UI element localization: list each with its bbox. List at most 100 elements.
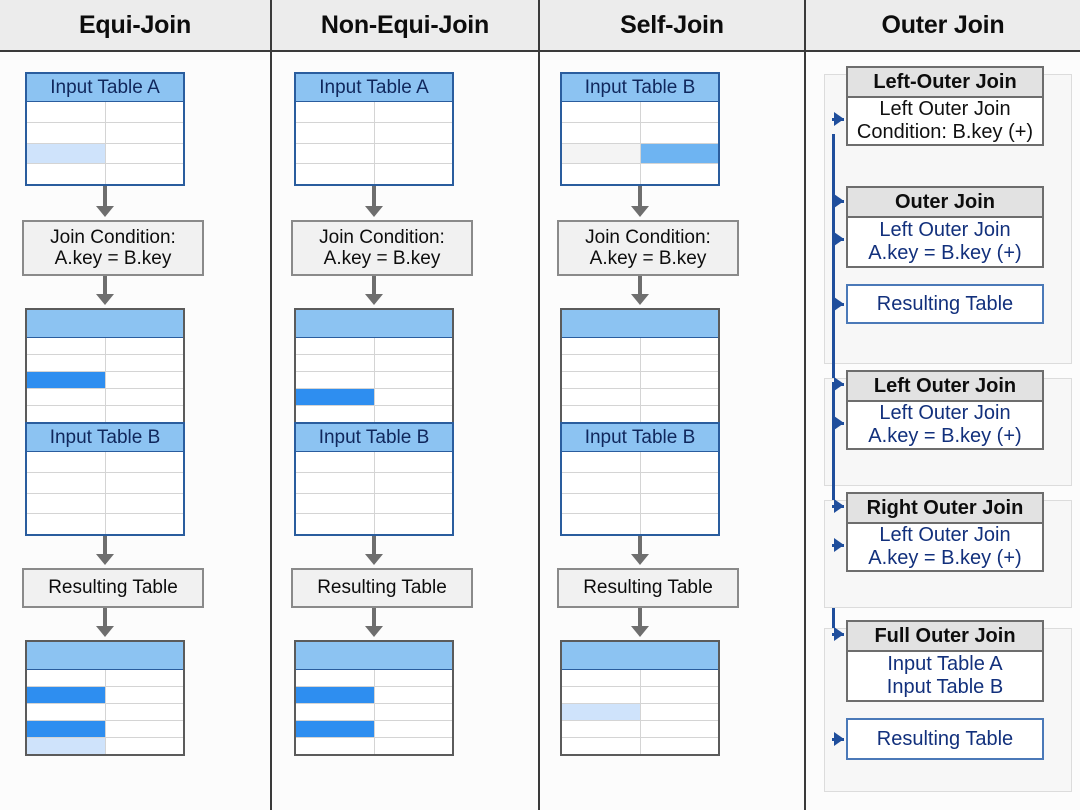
table-cell — [106, 473, 184, 493]
flow-arrow-shaft — [103, 536, 107, 556]
table-cell — [27, 514, 106, 534]
table-row — [27, 406, 183, 422]
table-row — [562, 372, 718, 389]
table-row — [296, 493, 452, 515]
table-cell — [106, 670, 184, 686]
table-body — [27, 452, 183, 534]
table-cell-highlight — [562, 704, 641, 720]
table-row — [296, 164, 452, 184]
table-cell — [641, 670, 719, 686]
table-cell — [27, 102, 106, 122]
table-cell — [296, 704, 375, 720]
flow-arrow-head — [365, 206, 383, 217]
card-line-1: Left Outer Join — [879, 219, 1011, 242]
result-box-full-outer-join[interactable]: Resulting Table — [846, 718, 1044, 760]
flow-arrow-head — [631, 294, 649, 305]
input-table-b-top: Input Table B — [560, 72, 720, 186]
table-row — [27, 472, 184, 494]
table-cell — [296, 122, 375, 143]
card-line-2: A.key = B.key (+) — [868, 547, 1022, 569]
table-row — [27, 338, 183, 355]
table-row — [296, 372, 452, 389]
card-left-outer-join[interactable]: Left-Outer Join Left Outer Join Conditio… — [846, 66, 1044, 146]
table-cell — [562, 389, 641, 405]
table-cell — [27, 355, 106, 371]
table-row — [296, 670, 452, 687]
card-title: Right Outer Join — [866, 496, 1024, 519]
column-header-self-join: Self-Join — [540, 0, 806, 50]
table-cell — [296, 670, 375, 686]
table-row — [27, 704, 183, 721]
result-label: Resulting Table — [876, 727, 1014, 750]
table-row — [27, 721, 183, 738]
flow-arrow-head — [96, 554, 114, 565]
table-cell — [375, 406, 453, 422]
table-cell — [562, 355, 641, 371]
table-cell-highlight — [27, 738, 106, 754]
result-box-outer-join[interactable]: Resulting Table — [846, 284, 1044, 324]
table-row — [296, 687, 452, 704]
card-left-outer-join-2[interactable]: Left Outer Join Left Outer Join A.key = … — [846, 370, 1044, 450]
table-cell — [562, 670, 641, 686]
table-row — [562, 493, 718, 515]
table-cell-highlight — [640, 143, 718, 164]
table-cell — [562, 514, 641, 534]
table-cell — [106, 406, 184, 422]
flow-arrow-head — [365, 626, 383, 637]
table-cell — [375, 372, 453, 388]
table-cell — [375, 738, 453, 754]
resulting-table-box: Resulting Table — [22, 568, 204, 608]
card-line-2: Condition: B.key (+) — [856, 121, 1034, 143]
table-cell — [641, 687, 719, 703]
table-cell — [27, 704, 106, 720]
card-line-1: Left Outer Join — [879, 98, 1011, 121]
table-cell — [375, 102, 453, 122]
flow-arrow-shaft — [103, 608, 107, 628]
table-cell — [562, 687, 641, 703]
card-line-2: A.key = B.key (+) — [868, 242, 1022, 264]
table-cell — [375, 338, 453, 354]
table-cell — [375, 721, 453, 737]
table-cell — [296, 406, 375, 422]
branch-arrow-head — [834, 416, 844, 430]
flow-arrow-shaft — [103, 276, 107, 296]
table-header — [562, 310, 718, 338]
result-table — [294, 640, 454, 756]
intermediate-table — [560, 308, 720, 424]
card-header: Left Outer Join — [848, 372, 1042, 402]
table-row — [296, 143, 452, 165]
branch-arrow-head — [834, 627, 844, 641]
card-outer-join[interactable]: Outer Join Left Outer Join A.key = B.key… — [846, 186, 1044, 268]
column-title: Self-Join — [620, 10, 724, 39]
intermediate-table — [25, 308, 185, 424]
table-row — [296, 389, 452, 406]
branch-trunk — [832, 134, 835, 384]
join-condition-line-1: Join Condition: — [50, 226, 176, 248]
resulting-table-label: Resulting Table — [583, 577, 713, 599]
table-cell — [375, 473, 453, 493]
table-cell — [562, 338, 641, 354]
card-full-outer-join[interactable]: Full Outer Join Input Table A Input Tabl… — [846, 620, 1044, 702]
branch-arrow-head — [834, 112, 844, 126]
table-cell — [296, 452, 375, 472]
flow-arrow-shaft — [372, 186, 376, 208]
card-title: Outer Join — [894, 190, 995, 213]
card-title: Full Outer Join — [874, 624, 1016, 647]
table-cell — [375, 355, 453, 371]
flow-arrow-shaft — [638, 608, 642, 628]
card-right-outer-join[interactable]: Right Outer Join Left Outer Join A.key =… — [846, 492, 1044, 572]
flow-arrow-shaft — [103, 186, 107, 208]
flow-arrow-head — [631, 626, 649, 637]
table-row — [296, 738, 452, 754]
flow-arrow-shaft — [638, 186, 642, 208]
table-row — [562, 143, 718, 165]
table-header — [296, 310, 452, 338]
table-cell — [375, 704, 453, 720]
table-body — [296, 102, 452, 184]
table-cell — [562, 102, 641, 122]
card-header: Left-Outer Join — [848, 68, 1042, 98]
table-cell — [27, 452, 106, 472]
flow-arrow-head — [365, 554, 383, 565]
table-header: Input Table B — [562, 74, 718, 102]
join-condition-line-1: Join Condition: — [585, 226, 711, 248]
